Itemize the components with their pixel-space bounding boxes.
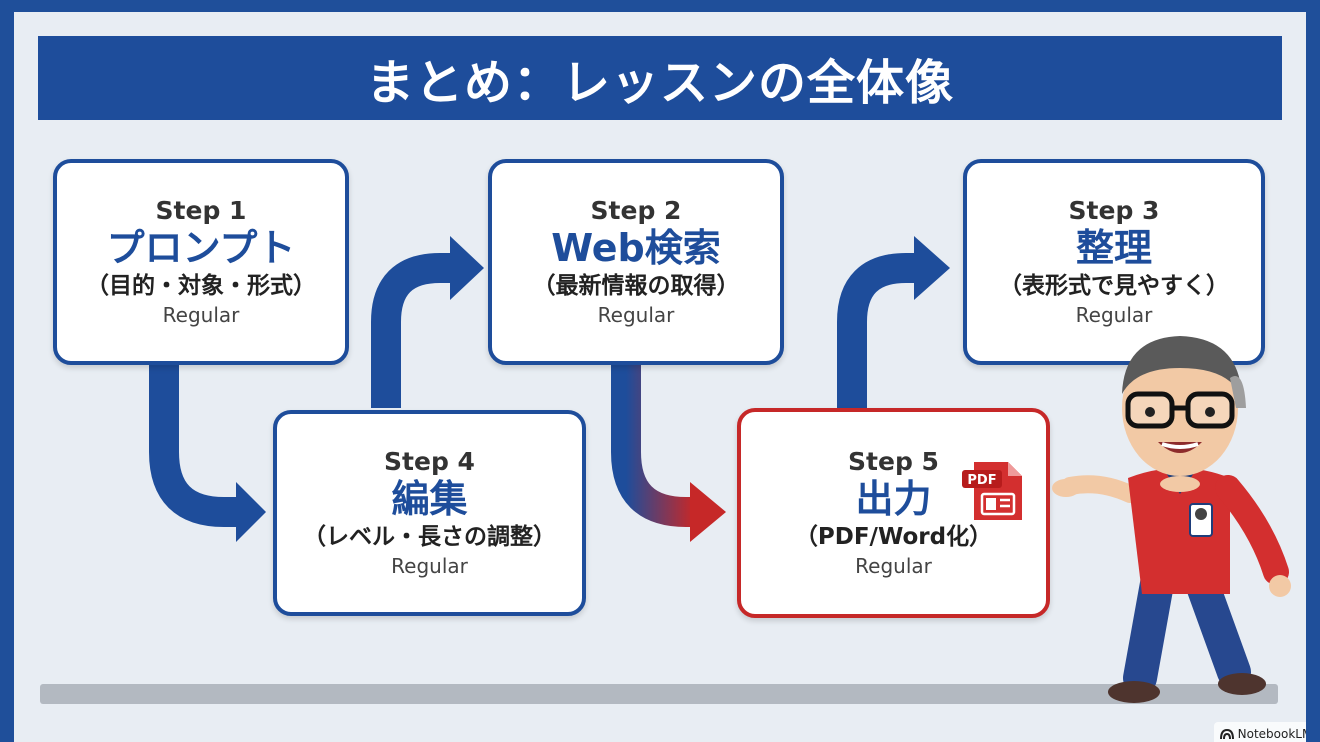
arrow-head-step5 xyxy=(690,482,726,542)
step-detail: （最新情報の取得） xyxy=(532,273,740,300)
pdf-icon-label: PDF xyxy=(967,473,996,488)
arrow-step1-to-step4 xyxy=(149,362,240,527)
arrow-head-step4 xyxy=(236,482,266,542)
pdf-file-icon: PDF xyxy=(962,462,1022,520)
step-name: Web検索 xyxy=(551,225,721,270)
step-label: Step 5 xyxy=(848,446,939,476)
arrow-head-step2 xyxy=(450,236,484,300)
step-name: プロンプト xyxy=(106,225,296,270)
step-name: 出力 xyxy=(855,476,932,521)
mascot-character-illustration xyxy=(1052,336,1291,703)
step-label: Step 1 xyxy=(155,195,247,225)
step-label: Step 2 xyxy=(590,195,682,225)
arrow-step5-to-step3 xyxy=(837,253,918,408)
step-2-box: Step 2 Web検索 （最新情報の取得） Regular xyxy=(488,159,784,365)
step-label: Step 3 xyxy=(1068,195,1160,225)
watermark-text: NotebookLM xyxy=(1237,727,1306,741)
step-detail: （表形式で見やすく） xyxy=(999,273,1229,300)
step-name: 整理 xyxy=(1075,225,1152,270)
step-detail: （PDF/Word化） xyxy=(794,524,993,551)
step-1-box: Step 1 プロンプト （目的・対象・形式） Regular xyxy=(53,159,349,365)
page-title: まとめ：レッスンの全体像 xyxy=(365,55,954,111)
step-label: Step 4 xyxy=(384,446,475,476)
step-name: 編集 xyxy=(391,476,468,521)
step-4-box: Step 4 編集 （レベル・長さの調整） Regular xyxy=(273,410,586,616)
step-tag: Regular xyxy=(391,554,468,579)
step-detail: （目的・対象・形式） xyxy=(86,273,316,300)
flow-arrows xyxy=(149,236,950,542)
step-tag: Regular xyxy=(1075,303,1153,328)
arrow-step2-to-step5 xyxy=(611,362,694,527)
arrow-step4-to-step2 xyxy=(371,253,454,408)
slide: まとめ：レッスンの全体像 Step 1 プロンプト （目的・対象・形式） Reg… xyxy=(14,12,1306,742)
step-tag: Regular xyxy=(162,303,240,328)
step-tag: Regular xyxy=(855,554,932,579)
notebooklm-logo-icon xyxy=(1219,728,1234,740)
bottom-bar xyxy=(40,684,1278,704)
step-3-box: Step 3 整理 （表形式で見やすく） Regular xyxy=(963,159,1265,365)
notebooklm-watermark: NotebookLM xyxy=(1214,722,1306,742)
arrow-head-step3 xyxy=(914,236,950,300)
title-bar: まとめ：レッスンの全体像 xyxy=(38,36,1282,120)
step-tag: Regular xyxy=(597,303,675,328)
step-detail: （レベル・長さの調整） xyxy=(303,524,556,551)
